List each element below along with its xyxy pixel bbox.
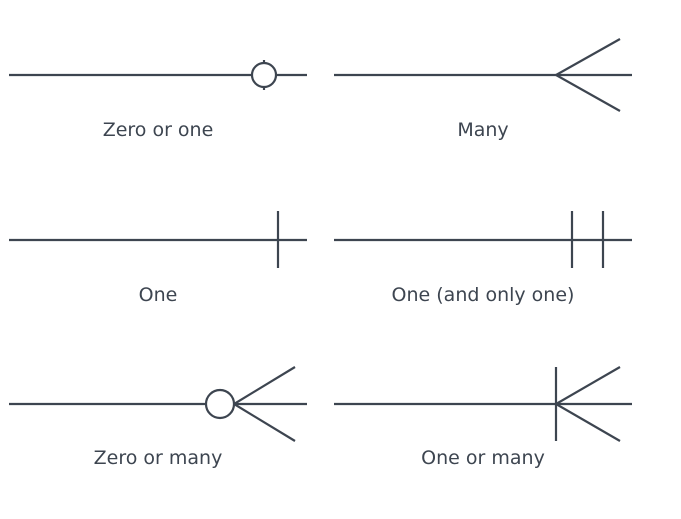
zero-circle xyxy=(250,61,278,89)
notation-label: Zero or many xyxy=(94,447,223,469)
notation-zero-or-one: Zero or one xyxy=(9,60,307,141)
notation-label: One or many xyxy=(421,447,545,469)
notation-label: One (and only one) xyxy=(392,284,575,306)
notation-one-and-only-one: One (and only one) xyxy=(334,211,632,306)
notation-label: One xyxy=(139,284,178,306)
crowfoot xyxy=(553,366,621,442)
crowfoot xyxy=(553,38,621,112)
notation-label: Many xyxy=(457,119,508,141)
notation-many: Many xyxy=(334,38,632,141)
zero-circle xyxy=(204,388,236,420)
notation-one-or-many: One or many xyxy=(334,366,632,469)
notation-one: One xyxy=(9,211,307,306)
notation-label: Zero or one xyxy=(103,119,214,141)
notation-zero-or-many: Zero or many xyxy=(9,366,307,469)
